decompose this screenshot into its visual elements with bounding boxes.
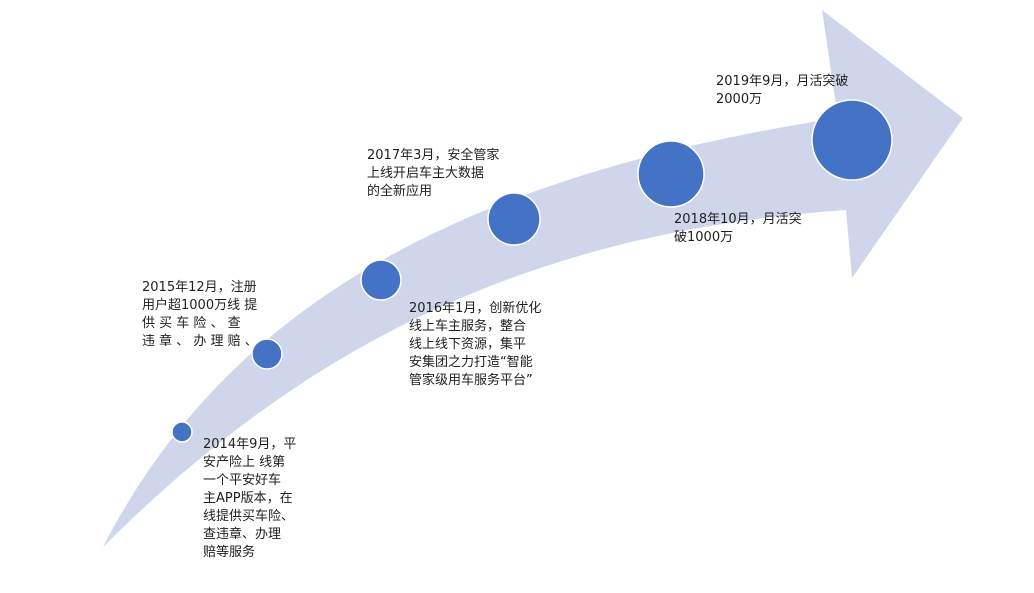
milestone-dot-2016 [360,259,402,301]
milestone-text-2016: 2016年1月，创新优化 线上车主服务，整合 线上线下资源，集平 安集团之力打造… [409,300,541,390]
milestone-line: 查违章、办理 [203,527,282,542]
milestone-dot-2018 [637,140,705,208]
milestone-line: 2000万 [716,92,763,107]
milestone-text-2015: 2015年12月，注册 用户超1000万线 提 供 买 车 险 、 查 违 章 … [142,279,258,351]
milestone-dot-2014 [171,421,193,443]
milestone-line: 2014年9月，平 [203,437,297,452]
milestone-text-2018: 2018年10月，月活突 破1000万 [674,211,802,247]
curved-growth-arrow [103,10,963,547]
milestone-line: 2018年10月，月活突 [674,212,802,227]
milestone-line: 供 买 车 险 、 查 [142,316,241,331]
milestone-line: 主APP版本，在 [203,491,293,506]
milestone-line: 2017年3月，安全管家 [367,148,500,163]
milestone-line: 线提供买车险、 [203,509,295,524]
milestone-dot-2015 [251,338,283,370]
milestone-line: 线上车主服务，整合 [409,319,527,334]
milestone-line: 2019年9月，月活突破 [716,74,849,89]
milestone-line: 破1000万 [674,230,734,245]
milestone-text-2019: 2019年9月，月活突破 2000万 [716,73,848,109]
milestone-text-2014: 2014年9月，平 安产险上 线第 一个平安好车 主APP版本，在 线提供买车险… [203,436,296,562]
milestone-dot-2019 [811,99,893,181]
milestone-line: 安集团之力打造“智能 [409,355,533,370]
milestone-text-2017: 2017年3月，安全管家 上线开启车主大数据 的全新应用 [367,147,499,201]
milestone-dot-2017 [487,192,541,246]
milestone-line: 的全新应用 [367,184,433,199]
milestone-line: 用户超1000万线 提 [142,298,258,313]
milestone-line: 违 章 、 办 理 赔 、 [142,334,258,349]
milestone-line: 上线开启车主大数据 [367,166,485,181]
milestone-line: 线上线下资源，集平 [409,337,527,352]
milestone-line: 管家级用车服务平台” [409,373,533,388]
milestone-line: 赔等服务 [203,545,256,560]
milestone-line: 2015年12月，注册 [142,280,257,295]
milestone-line: 安产险上 线第 [203,455,286,470]
milestone-line: 2016年1月，创新优化 [409,301,542,316]
milestone-line: 一个平安好车 [203,473,282,488]
